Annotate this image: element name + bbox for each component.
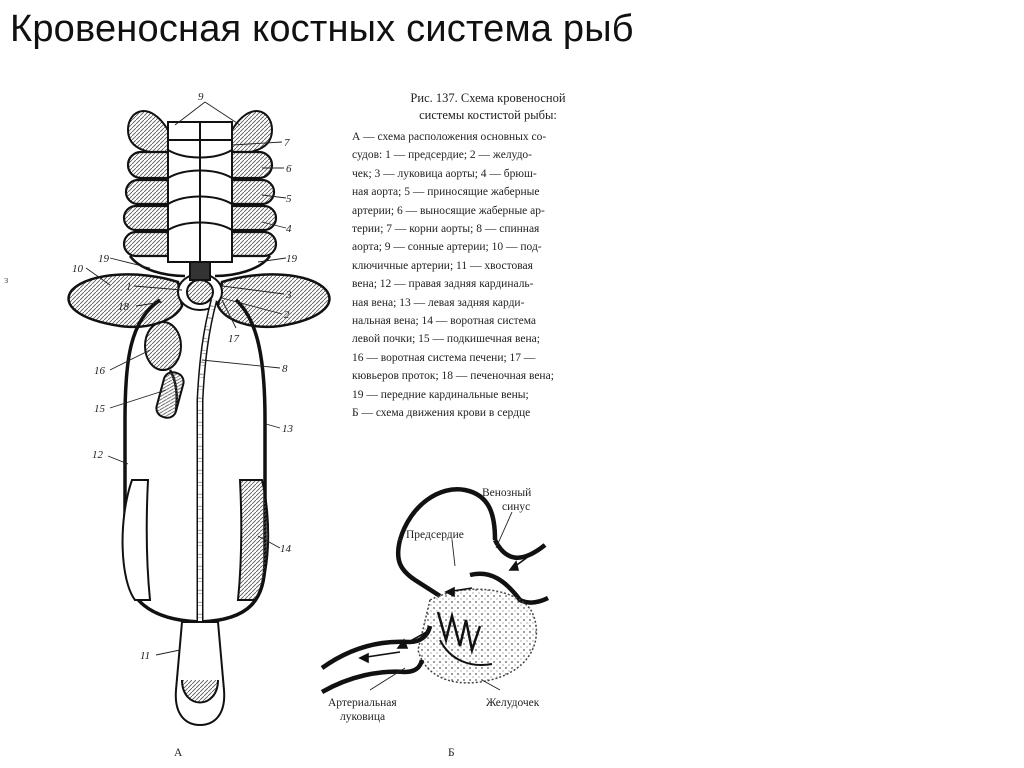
caption-title: Рис. 137. Схема кровеносной системы кост… xyxy=(352,90,624,124)
label-16: 16 xyxy=(94,365,106,377)
caption-line: левой почки; 15 — подкишечная вена; xyxy=(352,333,540,346)
flow-arrows xyxy=(358,547,541,664)
label-11: 11 xyxy=(140,650,150,662)
panel-label-a: А xyxy=(174,747,183,759)
label-arterial-bulb: луковица xyxy=(340,711,385,723)
caption-line: ключичные артерии; 11 — хвостовая xyxy=(352,259,533,272)
caption-line: судов: 1 — предсердие; 2 — желудо- xyxy=(352,149,533,162)
label-17: 17 xyxy=(228,333,240,345)
caption-line: чек; 3 — луковица аорты; 4 — брюш- xyxy=(352,167,537,180)
label-2: 2 xyxy=(284,309,290,321)
caption-line: 16 — воротная система печени; 17 — xyxy=(352,351,536,364)
caption-line: А — схема расположения основных со- xyxy=(352,131,547,143)
tail xyxy=(174,621,226,727)
label-1: 1 xyxy=(126,281,132,293)
label-12: 12 xyxy=(92,449,104,461)
label-atrium: Предсердие xyxy=(406,529,464,541)
label-13: 13 xyxy=(282,423,294,435)
atrium-shape xyxy=(395,486,498,598)
label-6: 6 xyxy=(286,163,292,175)
label-venous-sinus: Венозный xyxy=(482,487,531,499)
label-5: 5 xyxy=(286,193,292,205)
label-14: 14 xyxy=(280,543,292,555)
caption-line: ная вена; 13 — левая задняя карди- xyxy=(352,296,525,309)
liver-portal-system xyxy=(144,321,185,419)
caption-line: артерии; 6 — выносящие жаберные ар- xyxy=(352,204,545,217)
caption-line: аорта; 9 — сонные артерии; 10 — под- xyxy=(352,241,542,254)
caption-legend: А — схема расположения основных со- судо… xyxy=(352,128,624,423)
caption-line: 19 — передние кардинальные вены; xyxy=(352,388,529,401)
label-9: 9 xyxy=(198,91,204,103)
label-4: 4 xyxy=(286,223,292,235)
caption-line: ная аорта; 5 — приносящие жаберные xyxy=(352,186,540,199)
label-19-left: 19 xyxy=(98,253,110,265)
caption-line: нальная вена; 14 — воротная система xyxy=(352,315,537,328)
caption-title-line: Рис. 137. Схема кровеносной xyxy=(410,91,566,105)
figure-b-heart-flow: Венозный синус Предсердие Артериальная л… xyxy=(320,486,550,759)
arterial-bulb-shape xyxy=(320,625,433,694)
label-18: 18 xyxy=(118,301,130,313)
kidneys xyxy=(121,479,270,601)
figure-caption: Рис. 137. Схема кровеносной системы кост… xyxy=(352,90,624,423)
label-8: 8 xyxy=(282,363,288,375)
ventricle-shape xyxy=(417,588,538,684)
label-19-right: 19 xyxy=(286,253,298,265)
label-ventricle: Желудочек xyxy=(486,697,540,709)
label-15: 15 xyxy=(94,403,106,415)
label-3: 3 xyxy=(285,289,292,301)
caption-line: Б — схема движения крови в сердце xyxy=(352,407,531,420)
panel-label-b: Б xyxy=(448,747,455,759)
stray-mark: з xyxy=(4,274,9,286)
label-arterial-bulb: Артериальная xyxy=(328,697,397,709)
figure-a-circulation-scheme: 9 7 6 5 4 19 19 10 1 18 3 2 17 8 16 15 1… xyxy=(67,91,331,759)
caption-line: вена; 12 — правая задняя кардиналь- xyxy=(352,278,534,291)
label-7: 7 xyxy=(284,137,290,149)
label-venous-sinus: синус xyxy=(502,501,530,513)
caption-line: терии; 7 — корни аорты; 8 — спинная xyxy=(352,223,540,236)
label-10: 10 xyxy=(72,263,84,275)
slide-title: Кровеносная костных система рыб xyxy=(10,8,634,50)
caption-title-line: системы костистой рыбы: xyxy=(419,108,557,122)
caption-line: кювьеров проток; 18 — печеночная вена; xyxy=(352,370,554,383)
dorsal-aorta xyxy=(196,299,218,640)
